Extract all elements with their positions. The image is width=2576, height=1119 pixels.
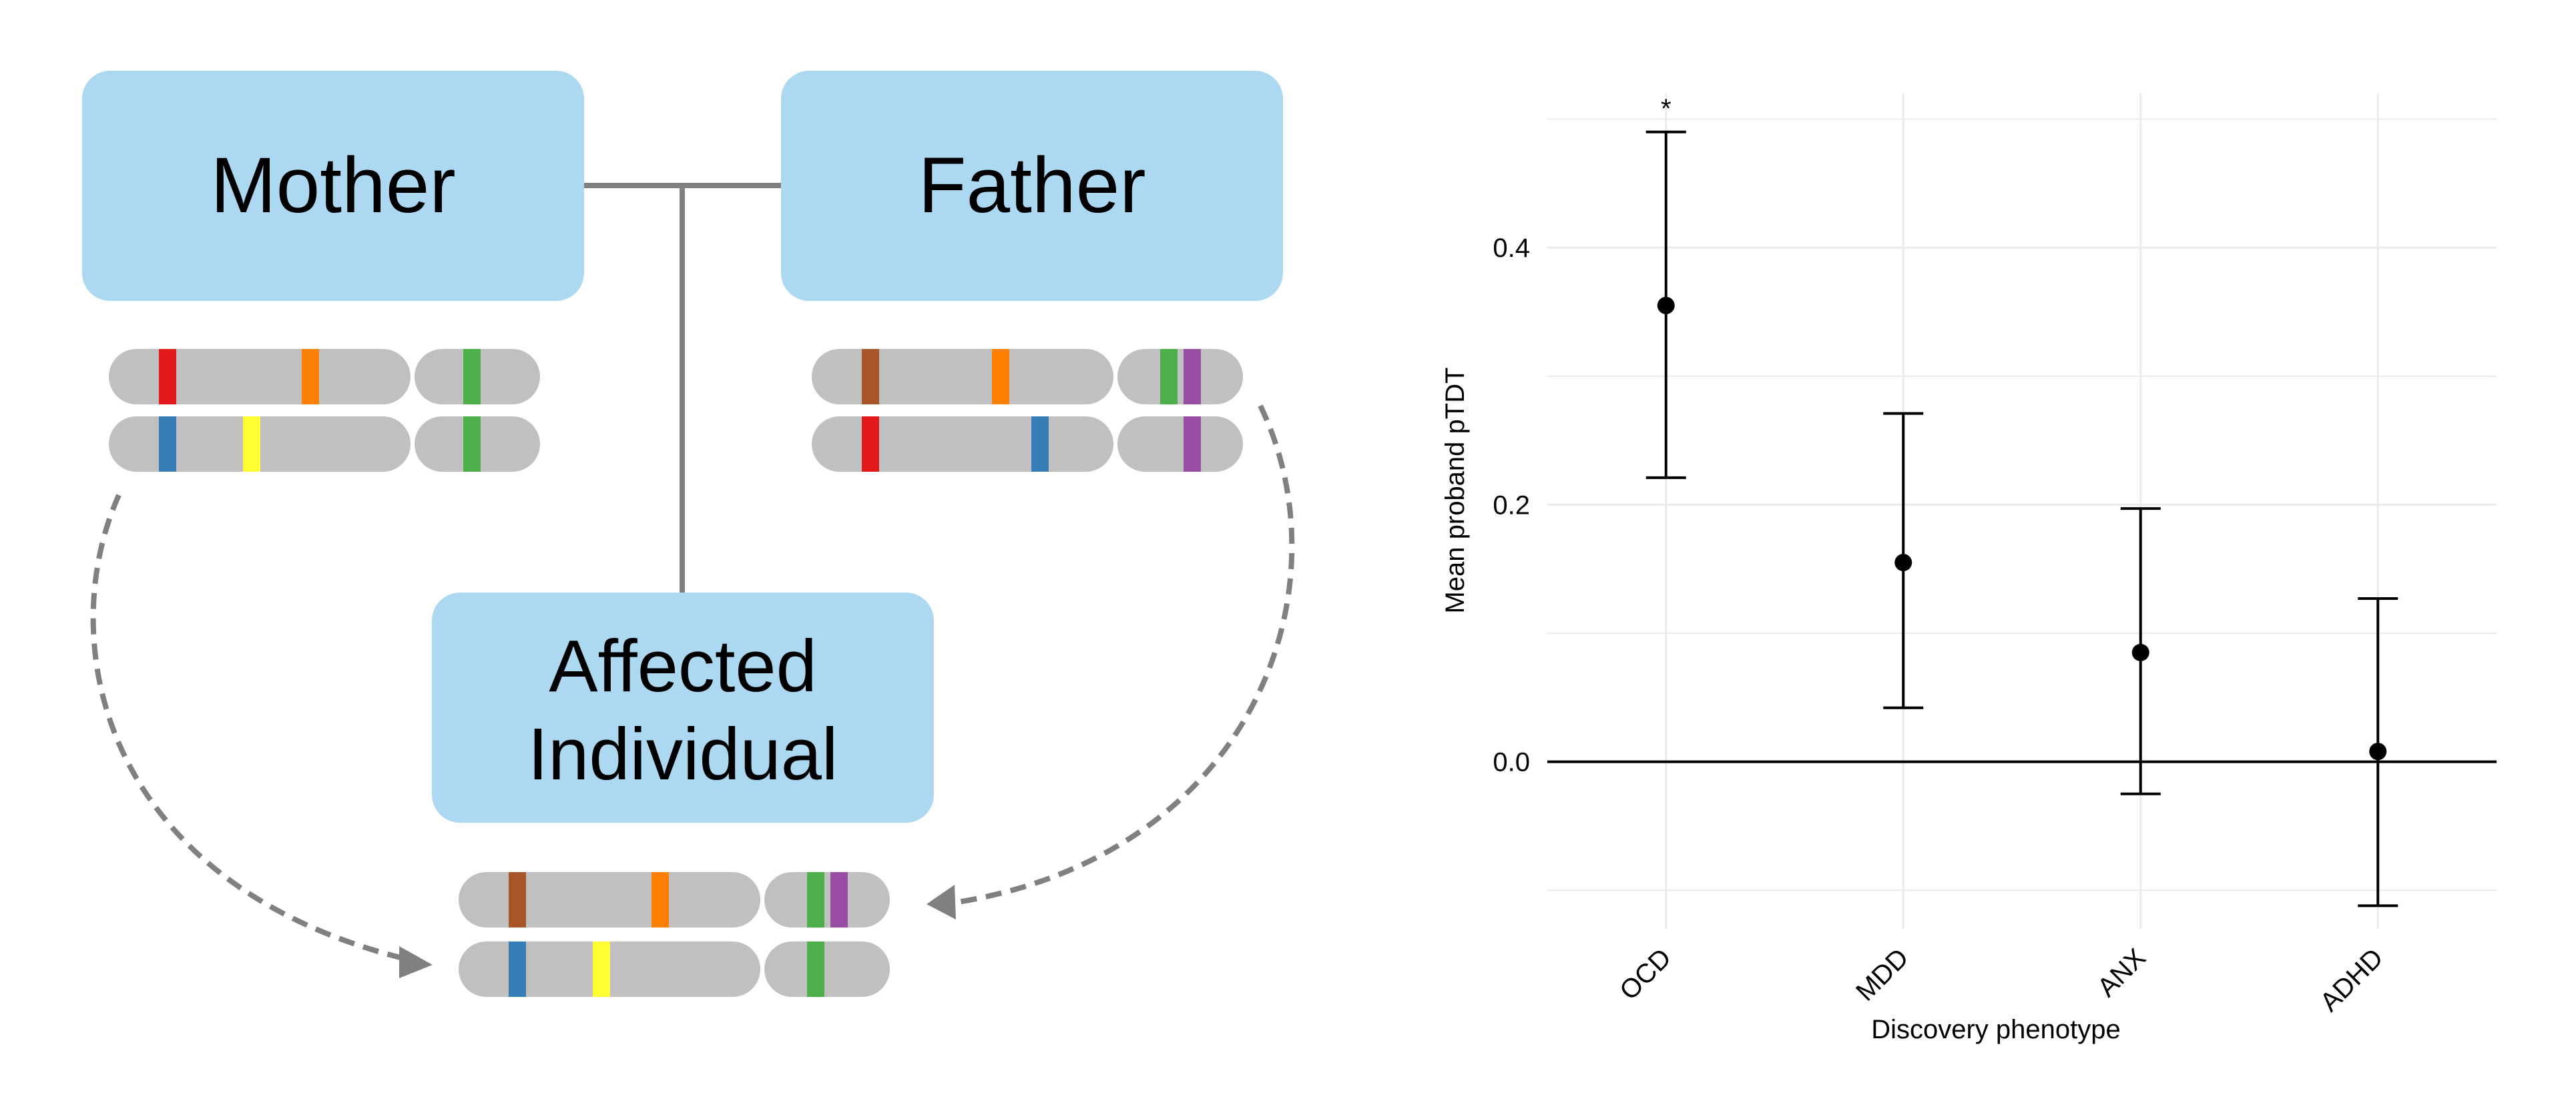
chromosome-band xyxy=(159,349,176,404)
father-label: Father xyxy=(918,141,1145,230)
chromosome-band xyxy=(652,872,669,927)
father-chromosome-2 xyxy=(812,416,1243,472)
chromosome-long-arm xyxy=(812,416,1113,472)
chromosome-long-arm xyxy=(109,349,411,404)
chromosome-short-arm xyxy=(1117,349,1243,404)
mother-chromosome-2 xyxy=(109,416,540,472)
y-tick-label: 0.0 xyxy=(1493,748,1530,777)
chromosome-band xyxy=(302,349,319,404)
mother-chromosome-1 xyxy=(109,349,540,404)
point-mdd xyxy=(1894,554,1912,572)
point-adhd xyxy=(2369,743,2387,761)
affected-individual-box xyxy=(432,593,934,823)
chromosome-band xyxy=(243,416,260,472)
chromosome-band xyxy=(1160,349,1178,404)
father-chromosome-1 xyxy=(812,349,1243,404)
point-ocd xyxy=(1657,296,1675,314)
maternal-inheritance-arrow xyxy=(90,494,415,964)
x-tick-label-mdd: MDD xyxy=(1850,943,1914,1007)
x-tick-label-adhd: ADHD xyxy=(2314,943,2388,1017)
chromosome-long-arm xyxy=(812,349,1113,404)
chromosome-band xyxy=(463,416,481,472)
y-tick-label: 0.2 xyxy=(1493,490,1530,520)
chromosome-band xyxy=(463,349,481,404)
chromosome-band xyxy=(992,349,1009,404)
paternal-arrow-head xyxy=(927,885,956,919)
chromosome-pairs xyxy=(109,349,1243,997)
chromosome-band xyxy=(830,872,848,927)
mother-box xyxy=(82,71,584,301)
pedigree-connectors xyxy=(584,183,781,593)
x-axis-title: Discovery phenotype xyxy=(1871,1015,2121,1044)
chromosome-short-arm xyxy=(764,942,890,997)
paternal-inheritance-arrow xyxy=(944,404,1295,907)
y-tick-label: 0.4 xyxy=(1493,234,1530,263)
chromosome-band xyxy=(1184,349,1201,404)
affected-label-line2: Individual xyxy=(528,713,838,795)
significance-marker: * xyxy=(1661,94,1671,123)
y-tick-labels: 0.0 0.2 0.4 xyxy=(1493,234,1530,777)
father-box xyxy=(781,71,1283,301)
ptdt-chart: * 0.0 0.2 0.4 OCD MDD ANX ADHD Discovery phen… xyxy=(1441,93,2497,1044)
pedigree-diagram: Mother Father Affected Individual xyxy=(82,71,1295,997)
chromosome-band xyxy=(807,872,824,927)
y-axis-title: Mean proband pTDT xyxy=(1441,367,1470,613)
chromosome-band xyxy=(862,416,879,472)
affected-label-line1: Affected xyxy=(549,625,817,707)
chromosome-band xyxy=(862,349,879,404)
chromosome-band xyxy=(509,872,526,927)
child-chromosome-2 xyxy=(459,942,890,997)
chromosome-band xyxy=(1031,416,1049,472)
chromosome-long-arm xyxy=(459,872,760,927)
chromosome-short-arm xyxy=(764,872,890,927)
chart-gridlines xyxy=(1547,93,2497,929)
mother-label: Mother xyxy=(210,141,455,230)
child-chromosome-1 xyxy=(459,872,890,927)
chromosome-band xyxy=(509,942,526,997)
point-anx xyxy=(2131,643,2149,661)
chart-series: * xyxy=(1645,94,2398,907)
arrow-heads xyxy=(399,885,956,978)
chromosome-short-arm xyxy=(1117,416,1243,472)
x-tick-label-anx: ANX xyxy=(2092,943,2151,1002)
chromosome-band xyxy=(593,942,610,997)
chromosome-band xyxy=(159,416,176,472)
inheritance-arrows xyxy=(90,404,1295,964)
x-tick-label-ocd: OCD xyxy=(1614,943,1677,1006)
chromosome-band xyxy=(1184,416,1201,472)
x-tick-labels: OCD MDD ANX ADHD xyxy=(1614,943,2388,1017)
chromosome-band xyxy=(807,942,824,997)
maternal-arrow-head xyxy=(399,946,433,978)
